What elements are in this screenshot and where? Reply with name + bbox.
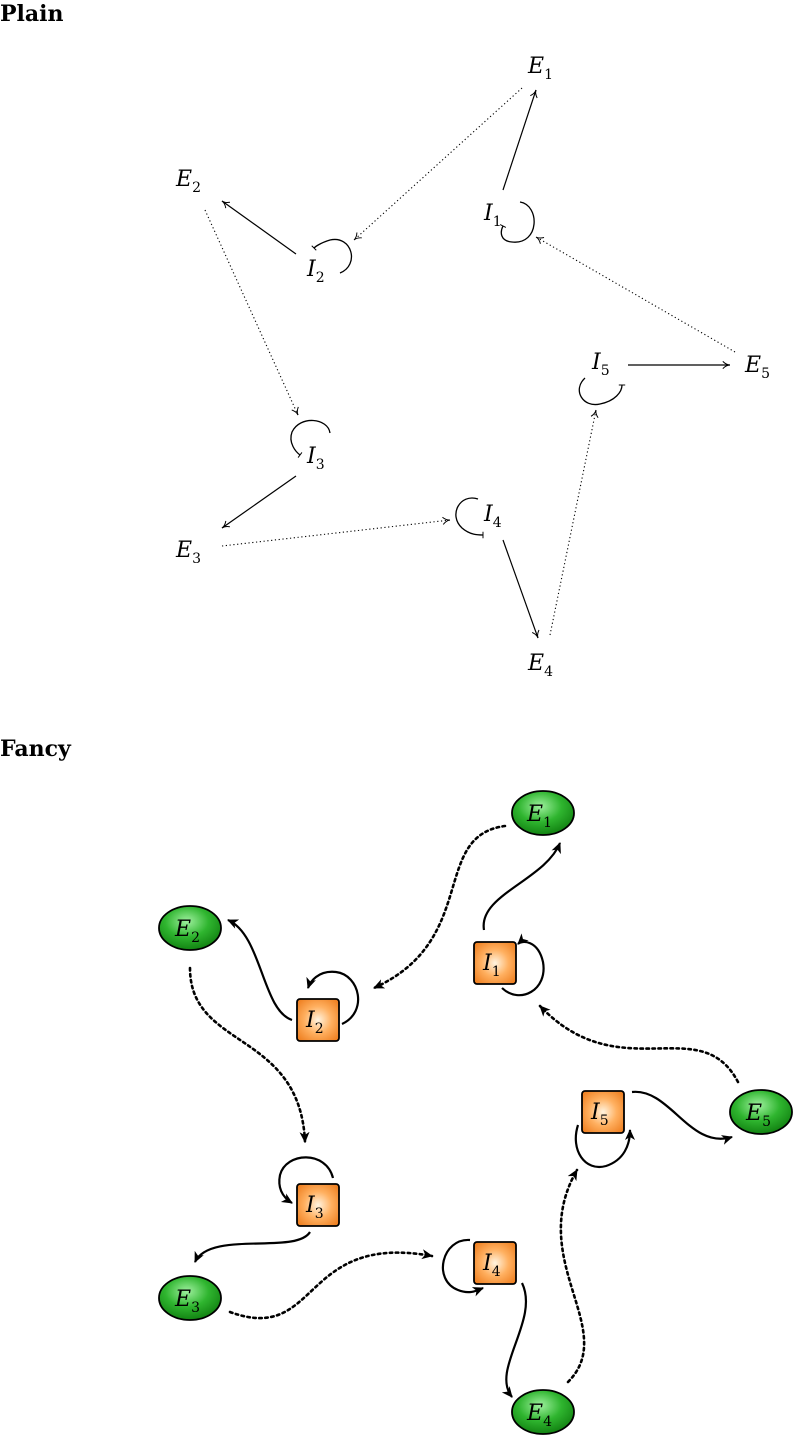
fancy-loop-i1	[501, 933, 545, 997]
fancy-loop-i2	[306, 970, 360, 1025]
svg-text:E4: E4	[527, 651, 553, 680]
plain-edge-e3-i4	[221, 516, 451, 547]
plain-node-i5: I5	[591, 350, 610, 379]
fancy-edges	[188, 824, 740, 1398]
fancy-inhibitory-nodes: I1 I2 I3 I4 I5	[296, 941, 625, 1285]
fancy-node-e5: E5	[729, 1089, 793, 1135]
fancy-node-e4: E4	[511, 1389, 575, 1435]
fancy-node-i2: I2	[296, 998, 340, 1042]
svg-text:I1: I1	[483, 201, 502, 230]
plain-loop-i3	[290, 419, 331, 458]
plain-node-e5: E5	[744, 353, 770, 382]
svg-text:E4: E4	[526, 1401, 552, 1430]
svg-text:I2: I2	[306, 257, 325, 286]
fancy-edge-e1-i2	[372, 824, 507, 990]
fancy-edge-e4-i5	[559, 1168, 586, 1384]
plain-loop-i1	[499, 201, 535, 243]
svg-text:I4: I4	[483, 502, 502, 531]
svg-text:I3: I3	[306, 444, 325, 473]
svg-text:I5: I5	[591, 350, 610, 379]
plain-node-e4: E4	[527, 651, 553, 680]
plain-nodes: E1 E2 E3 E4 E5 I1 I2 I3 I4 I5	[175, 54, 770, 680]
svg-text:I4: I4	[482, 1251, 501, 1280]
fancy-edge-i4-e4	[501, 1282, 528, 1398]
svg-text:I1: I1	[482, 951, 501, 980]
plain-node-i1: I1	[483, 201, 502, 230]
plain-node-i4: I4	[483, 502, 502, 531]
plain-edge-i3-e3	[221, 475, 297, 529]
fancy-edge-i3-e3	[194, 1231, 311, 1263]
fancy-loop-i3	[278, 1156, 335, 1204]
plain-node-e1: E1	[527, 54, 553, 83]
plain-edge-i4-e4	[502, 539, 540, 639]
fancy-loop-i4	[441, 1238, 484, 1297]
fancy-node-i4: I4	[473, 1241, 517, 1285]
plain-loop-i4	[455, 497, 484, 539]
svg-text:E5: E5	[744, 353, 770, 382]
plain-node-i2: I2	[306, 257, 325, 286]
svg-text:E2: E2	[175, 167, 201, 196]
fancy-node-e2: E2	[158, 905, 222, 951]
fancy-edge-i2-e2	[227, 918, 293, 1022]
fancy-edge-e2-i3	[188, 966, 310, 1144]
plain-edge-i1-e1	[502, 89, 538, 191]
plain-node-i3: I3	[306, 444, 325, 473]
fancy-edge-i5-e5	[631, 1090, 733, 1145]
fancy-excitatory-nodes: E1 E2 E3 E4 E5	[158, 790, 793, 1435]
plain-edge-e2-i3	[204, 209, 299, 416]
svg-text:E5: E5	[745, 1101, 771, 1130]
plain-edge-e5-i1	[535, 236, 736, 353]
svg-text:E3: E3	[175, 538, 201, 567]
plain-node-e2: E2	[175, 167, 201, 196]
plain-edge-i2-e2	[221, 200, 297, 255]
fancy-node-i5: I5	[581, 1090, 625, 1134]
svg-text:E2: E2	[174, 917, 200, 946]
svg-text:I5: I5	[590, 1100, 609, 1129]
fancy-edge-i1-e1	[482, 842, 562, 931]
plain-loop-i5	[578, 377, 626, 406]
fancy-node-e3: E3	[158, 1275, 222, 1321]
fancy-edge-e5-i1	[538, 1004, 740, 1084]
plain-edge-e4-i5	[549, 409, 599, 636]
svg-text:I3: I3	[305, 1193, 324, 1222]
svg-text:E3: E3	[174, 1287, 200, 1316]
plain-section-title: Plain	[0, 1, 64, 27]
fancy-loop-i5	[574, 1124, 635, 1169]
fancy-section-title: Fancy	[0, 736, 72, 762]
svg-text:E1: E1	[527, 54, 553, 83]
svg-text:I2: I2	[305, 1008, 324, 1037]
plain-loop-i2	[311, 238, 352, 274]
fancy-node-i3: I3	[296, 1183, 340, 1227]
plain-edges	[204, 87, 736, 639]
plain-node-e3: E3	[175, 538, 201, 567]
fancy-node-e1: E1	[511, 790, 575, 836]
fancy-node-i1: I1	[473, 941, 517, 985]
svg-text:E1: E1	[526, 802, 552, 831]
fancy-edge-e3-i4	[228, 1249, 434, 1320]
